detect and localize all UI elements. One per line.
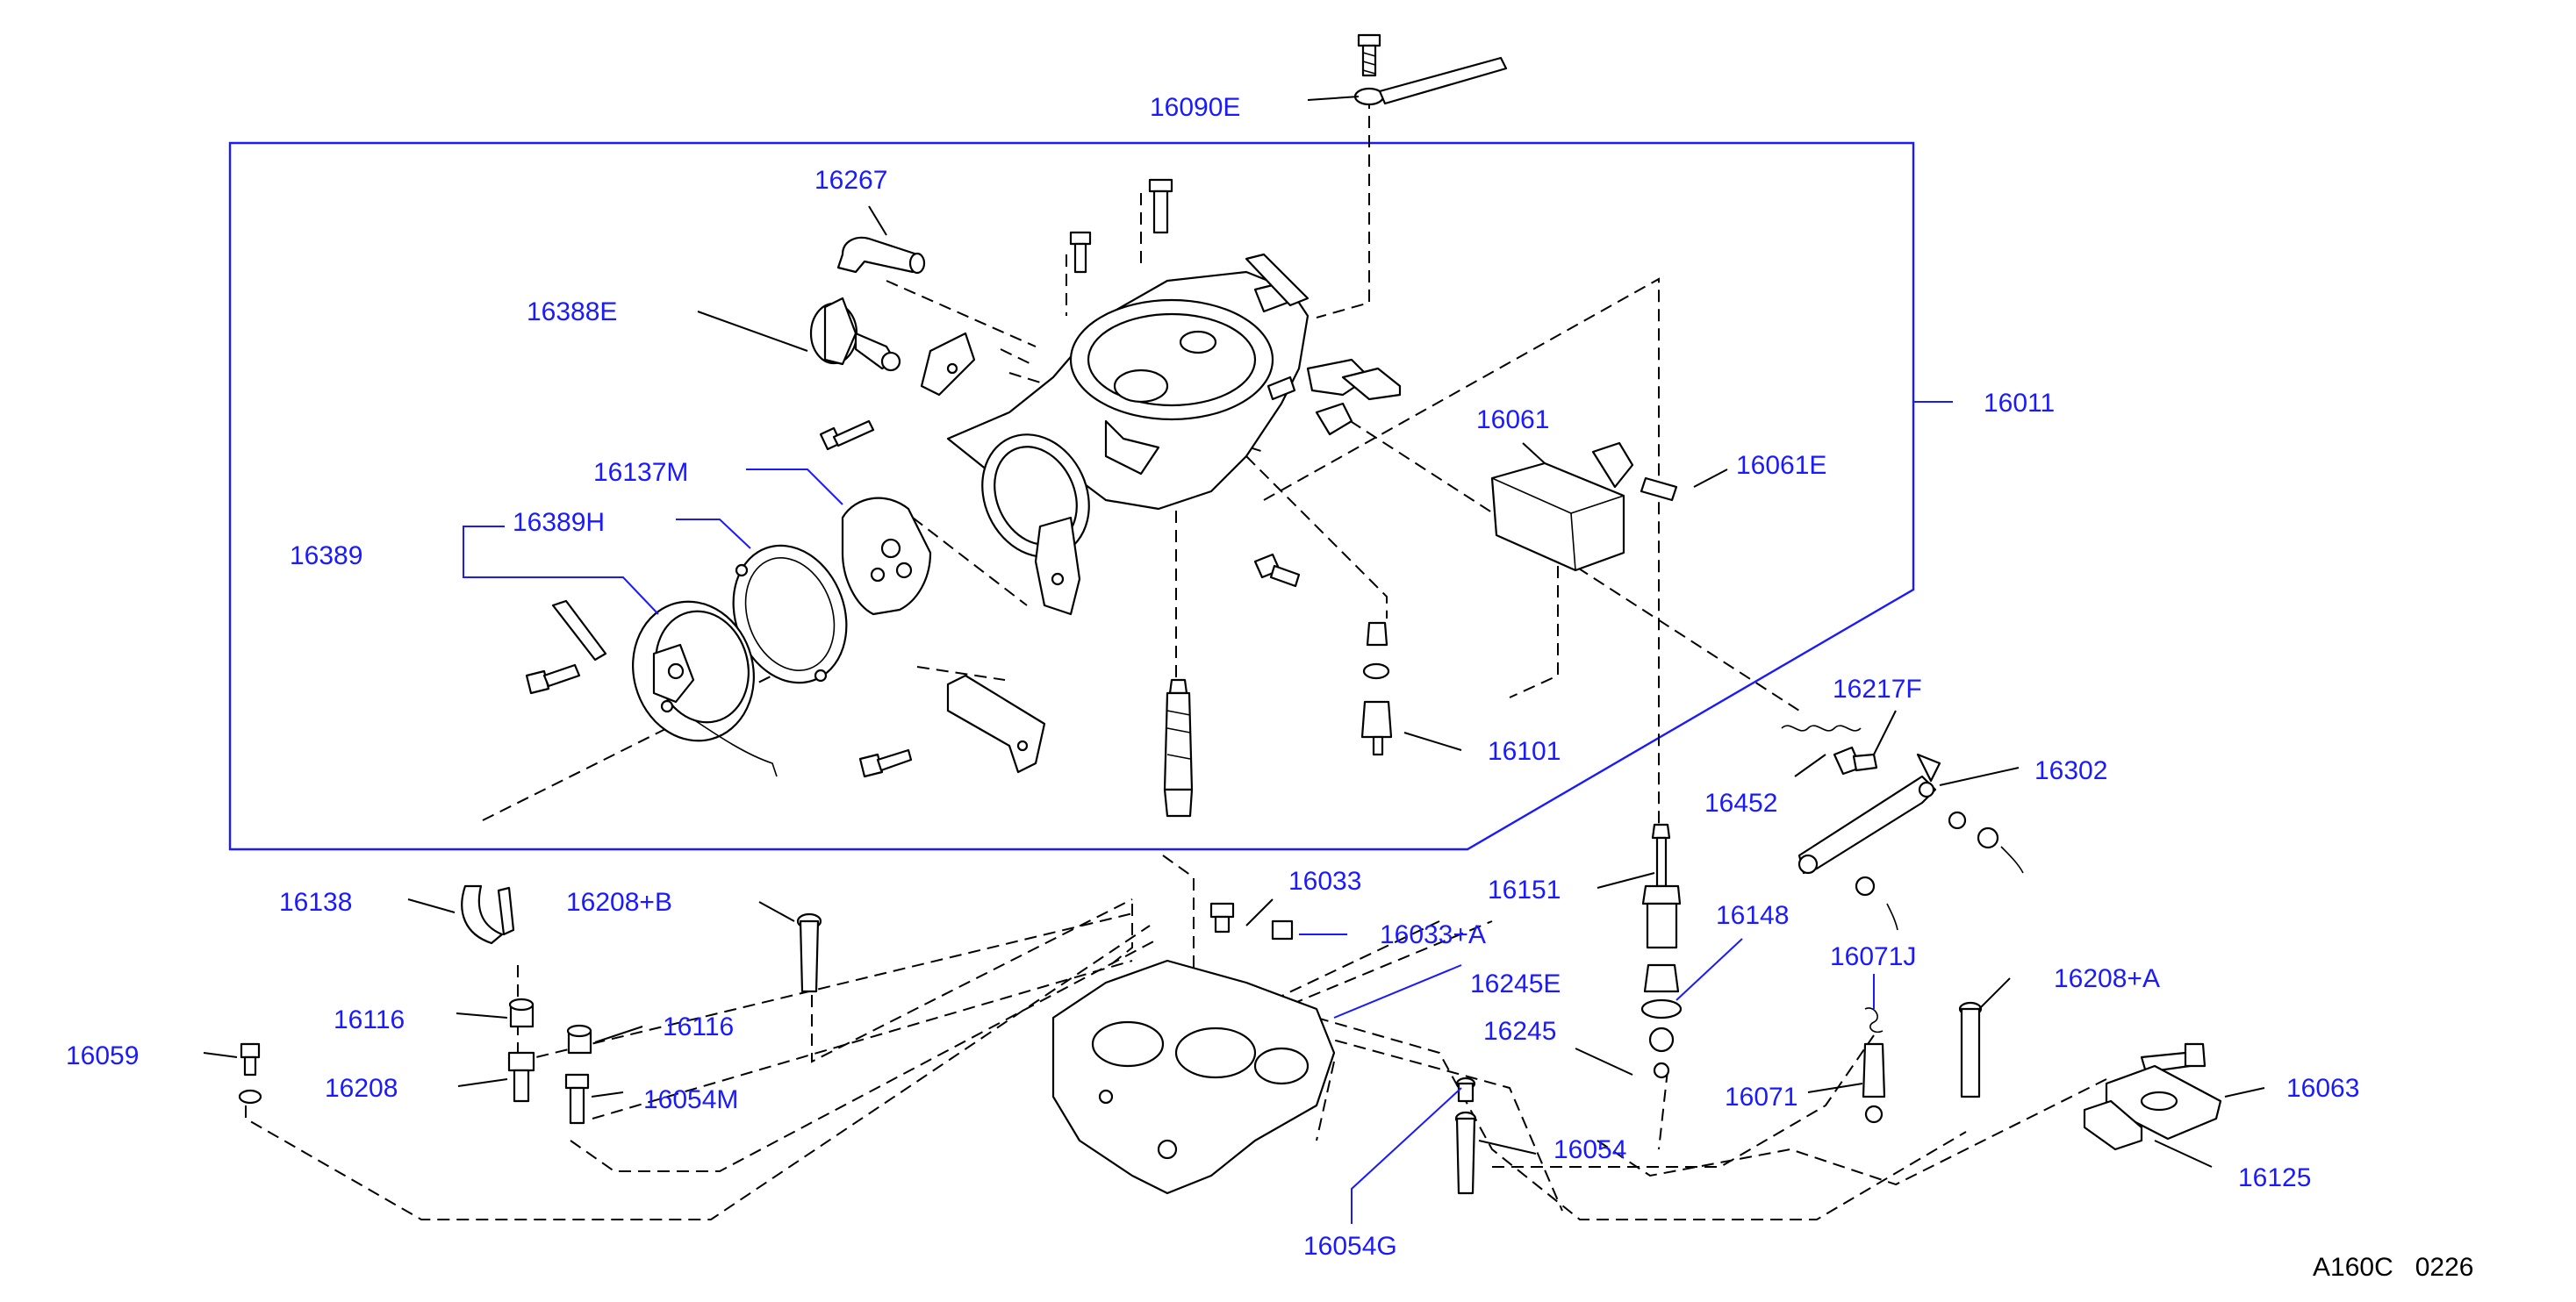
choke-thermostat-part[interactable] — [551, 588, 778, 777]
callout-16033[interactable]: 16033 — [1288, 867, 1361, 896]
callout-16389[interactable]: 16389 — [290, 541, 362, 570]
callout-16151[interactable]: 16151 — [1488, 876, 1561, 905]
callout-16208A[interactable]: 16208+A — [2054, 964, 2160, 993]
pin-parts[interactable] — [1454, 1077, 1477, 1195]
carburetor-body-part[interactable] — [946, 270, 1371, 616]
callout-16054G[interactable]: 16054G — [1303, 1232, 1397, 1261]
callout-labels[interactable]: 16090E 16267 16388E 16011 16061 16061E 1… — [66, 93, 2359, 1261]
long-bolt-a-part[interactable] — [1958, 1001, 1983, 1098]
callout-16148[interactable]: 16148 — [1716, 901, 1789, 930]
screw-parts[interactable] — [525, 178, 1301, 778]
callout-16059[interactable]: 16059 — [66, 1041, 139, 1070]
callout-16054M[interactable]: 16054M — [643, 1085, 738, 1114]
actuator-bracket-part[interactable] — [920, 332, 976, 397]
small-jet-part[interactable] — [1862, 1007, 1886, 1124]
throttle-spring-part[interactable] — [1781, 725, 1878, 776]
callout-16217F[interactable]: 16217F — [1833, 675, 1922, 704]
needle-valve-part[interactable] — [1163, 621, 1393, 818]
carburetor-base-part[interactable] — [1051, 959, 1336, 1195]
callout-16245[interactable]: 16245 — [1483, 1017, 1556, 1046]
callout-16116-right[interactable]: 16116 — [663, 1012, 734, 1041]
choke-gasket-part[interactable] — [714, 530, 865, 699]
diagram-code: A160C 0226 — [2313, 1253, 2473, 1282]
callout-16090E[interactable]: 16090E — [1150, 93, 1240, 122]
jet-assembly-part[interactable] — [1640, 823, 1683, 1079]
callout-16054[interactable]: 16054 — [1553, 1135, 1626, 1164]
ground-strap-part[interactable] — [1353, 33, 1508, 106]
assembly-frame — [228, 141, 1915, 851]
hose-clamp-part[interactable] — [461, 884, 515, 945]
callout-16101[interactable]: 16101 — [1488, 737, 1561, 766]
leader-lines — [203, 96, 2265, 1224]
callout-16137M[interactable]: 16137M — [593, 458, 688, 487]
solenoid-unit-part[interactable] — [1490, 441, 1678, 572]
vacuum-hose-part[interactable] — [836, 236, 926, 275]
callout-16302[interactable]: 16302 — [2034, 756, 2107, 785]
callout-16245E[interactable]: 16245E — [1470, 969, 1561, 998]
callout-16061[interactable]: 16061 — [1476, 405, 1549, 434]
long-bolt-b-part[interactable] — [796, 912, 822, 993]
throttle-lever-part[interactable] — [1797, 753, 2024, 931]
callout-16125[interactable]: 16125 — [2238, 1163, 2311, 1192]
vacuum-actuator-part[interactable] — [809, 297, 901, 372]
callout-16452[interactable]: 16452 — [1704, 789, 1777, 818]
callout-16116-left[interactable]: 16116 — [334, 1005, 405, 1034]
plug-parts[interactable] — [1209, 902, 1294, 941]
callout-16011[interactable]: 16011 — [1984, 389, 2055, 418]
choke-rod-part[interactable] — [1245, 253, 1402, 401]
callout-16208[interactable]: 16208 — [325, 1074, 398, 1103]
lower-bracket-part[interactable] — [946, 674, 1046, 774]
callout-16208B[interactable]: 16208+B — [566, 888, 672, 917]
callout-16061E[interactable]: 16061E — [1736, 451, 1826, 480]
callout-16071J[interactable]: 16071J — [1830, 942, 1916, 971]
callout-16389H[interactable]: 16389H — [513, 508, 605, 537]
callout-16033A[interactable]: 16033+A — [1380, 920, 1486, 949]
callout-16063[interactable]: 16063 — [2286, 1074, 2359, 1103]
callout-16138[interactable]: 16138 — [279, 888, 352, 917]
left-small-parts[interactable] — [238, 998, 592, 1125]
callout-16267[interactable]: 16267 — [814, 166, 887, 195]
cover-plate-part[interactable] — [2083, 1042, 2222, 1151]
callout-16388E[interactable]: 16388E — [527, 297, 617, 326]
callout-16071[interactable]: 16071 — [1725, 1083, 1797, 1112]
choke-plate-part[interactable] — [841, 497, 932, 616]
